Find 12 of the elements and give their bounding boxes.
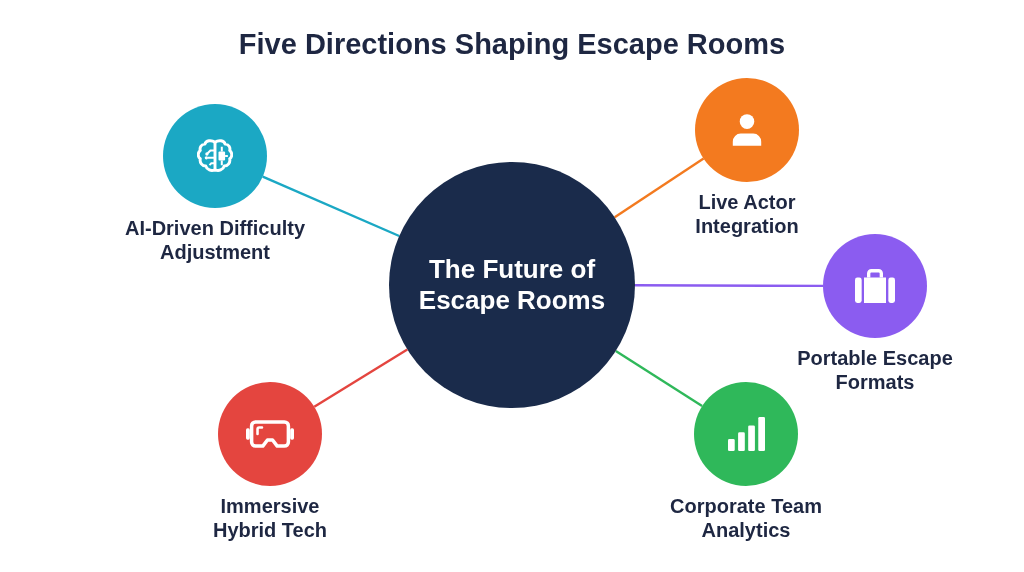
node-caption: Corporate Team Analytics xyxy=(669,494,823,542)
connector-line xyxy=(635,284,823,288)
node-caption: Immersive Hybrid Tech xyxy=(211,494,329,542)
diagram-title: Five Directions Shaping Escape Rooms xyxy=(238,27,786,61)
node-caption: Live Actor Integration xyxy=(694,190,800,238)
connector-line xyxy=(614,157,705,219)
connector-line xyxy=(313,348,408,408)
connector-line xyxy=(262,175,400,238)
connector-line xyxy=(615,350,703,408)
node-caption: Portable Escape Formats xyxy=(796,346,954,394)
node-caption: AI-Driven Difficulty Adjustment xyxy=(124,216,306,264)
node-label: The Future of Escape Rooms xyxy=(417,254,607,316)
